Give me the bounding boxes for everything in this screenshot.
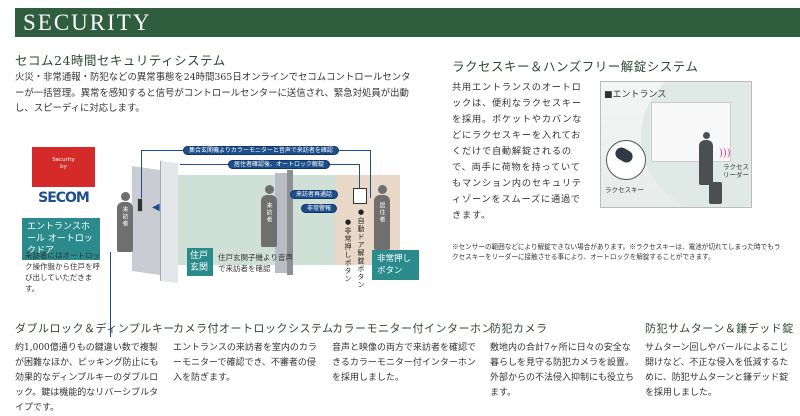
raccess-illustration: ■エントランス ))) ラクセスキー ラクセスリーダー bbox=[600, 81, 752, 208]
feature-item: ダブルロック＆ディンプルキー 約1,000億通りもの鍵違い数で複製が困難なほか、… bbox=[15, 322, 175, 413]
resident-figure bbox=[374, 195, 390, 250]
flow-label: 居住者確認後、オートロック解錠 bbox=[228, 160, 331, 169]
key-icon bbox=[613, 145, 635, 165]
arrow-left-icon: ◀ bbox=[152, 202, 160, 213]
unit-door-note: 住戸玄関子機より音声で来訪者を確認 bbox=[218, 253, 293, 273]
feature-item: カラーモニター付インターホン 音声と映像の両方で来訪者を確認できるカラーモニター… bbox=[332, 322, 493, 383]
visitor-figure bbox=[261, 195, 277, 247]
intercom-monitor bbox=[353, 188, 367, 204]
section-header: SECURITY bbox=[15, 8, 800, 37]
secom-body: 火災・非常通報・防犯などの異常事態を24時間365日オンラインでセコムコントロー… bbox=[15, 72, 411, 114]
feature-item: 防犯カメラ 敷地内の合計7ヶ所に日々の安全な暮らしを見守る防犯カメラを設置。外部… bbox=[490, 322, 635, 398]
signal-icon: ))) bbox=[719, 148, 731, 159]
entrance-note: 来訪者にはオートロック操作盤から住戸を呼び出していただきます。 bbox=[25, 251, 100, 293]
raccess-note: ※センサーの範囲などにより解錠できない場合があります。※ラクセスキーは、電池が切… bbox=[452, 243, 781, 261]
feature-item: 防犯サムターン＆鎌デッド錠 サムターン回しやバールによるこじ開けなど、不正な侵入… bbox=[645, 322, 794, 398]
visitor-figure bbox=[117, 202, 133, 252]
feature-item: カメラ付オートロックシステム エントランスの来訪者を室内のカラーモニターで確認で… bbox=[173, 322, 334, 383]
raccess-title: ラクセスキー＆ハンズフリー解錠システム bbox=[452, 59, 699, 74]
key-inset bbox=[606, 140, 646, 180]
autolock-panel bbox=[137, 198, 143, 212]
glass-door bbox=[651, 102, 731, 162]
woman-figure bbox=[699, 140, 713, 185]
unit-door-label: 住戸玄関 bbox=[187, 248, 213, 276]
secom-title: セコム24時間セキュリティシステム bbox=[15, 53, 226, 68]
flow-label: 来訪者再通話 bbox=[290, 190, 339, 199]
flow-label: 非常警報 bbox=[301, 204, 338, 213]
suitcase bbox=[709, 182, 722, 204]
entrance-label: エントランスホール オートロックドア bbox=[22, 218, 100, 260]
flow-label: 集合玄関機よりカラーモニターと音声で来訪者を確認 bbox=[183, 146, 339, 155]
unit-door bbox=[275, 173, 287, 273]
emergency-button-label: 非常押しボタン bbox=[372, 250, 419, 280]
raccess-body: 共用エントランスのオートロックは、便利なラクセスキーを採用。ポケットやカバンなど… bbox=[452, 82, 583, 221]
